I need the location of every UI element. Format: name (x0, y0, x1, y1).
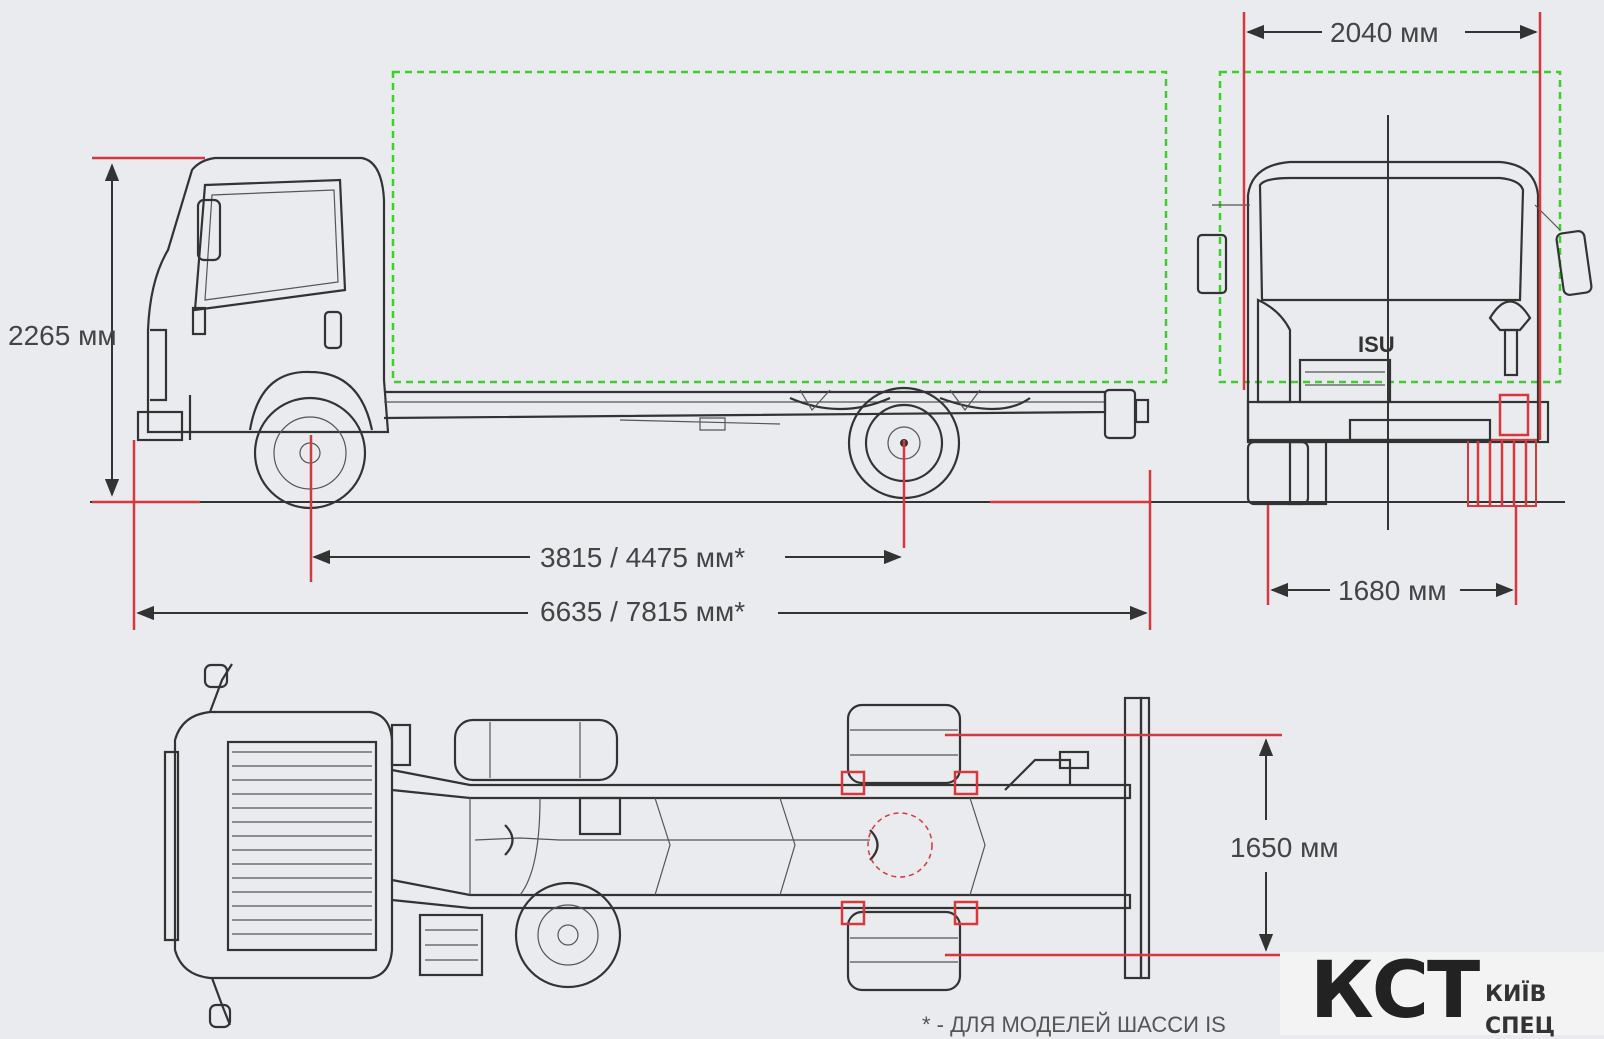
overall-width-dimension-label: 2040 мм (1330, 17, 1439, 48)
overall-length-dimension-label: 6635 / 7815 мм* (540, 596, 745, 627)
top-front-wheel (514, 881, 622, 989)
footnote: * - ДЛЯ МОДЕЛЕЙ ШАССИ IS (922, 1012, 1226, 1037)
kct-logo: КСТ КИЇВ СПЕЦ (1280, 946, 1604, 1039)
front-view: ISU 2040 мм 1680 мм (1196, 12, 1593, 606)
top-frame (391, 696, 1151, 980)
logo-brand: КСТ (1310, 946, 1480, 1036)
front-cab: ISU (1196, 160, 1593, 507)
side-cab (136, 156, 390, 442)
wheelbase-dimension-label: 3815 / 4475 мм* (540, 542, 745, 573)
grille-badge: ISU (1358, 332, 1395, 357)
side-view: 2265 мм 3815 / 4475 мм* 6635 / 7815 мм* (8, 70, 1565, 630)
height-dimension-label: 2265 мм (8, 320, 117, 351)
cargo-body-outline (391, 70, 1168, 384)
frame-width-dimension-label: 1650 мм (1230, 832, 1339, 863)
top-rear-wheels (840, 703, 979, 992)
side-frame (383, 388, 1150, 440)
logo-word: СПЕЦ (1485, 1014, 1555, 1039)
logo-city: КИЇВ (1485, 982, 1547, 1007)
top-cab (163, 663, 412, 1029)
top-view: 1650 мм (163, 663, 1339, 1029)
rear-track-dimension-label: 1680 мм (1338, 575, 1447, 606)
